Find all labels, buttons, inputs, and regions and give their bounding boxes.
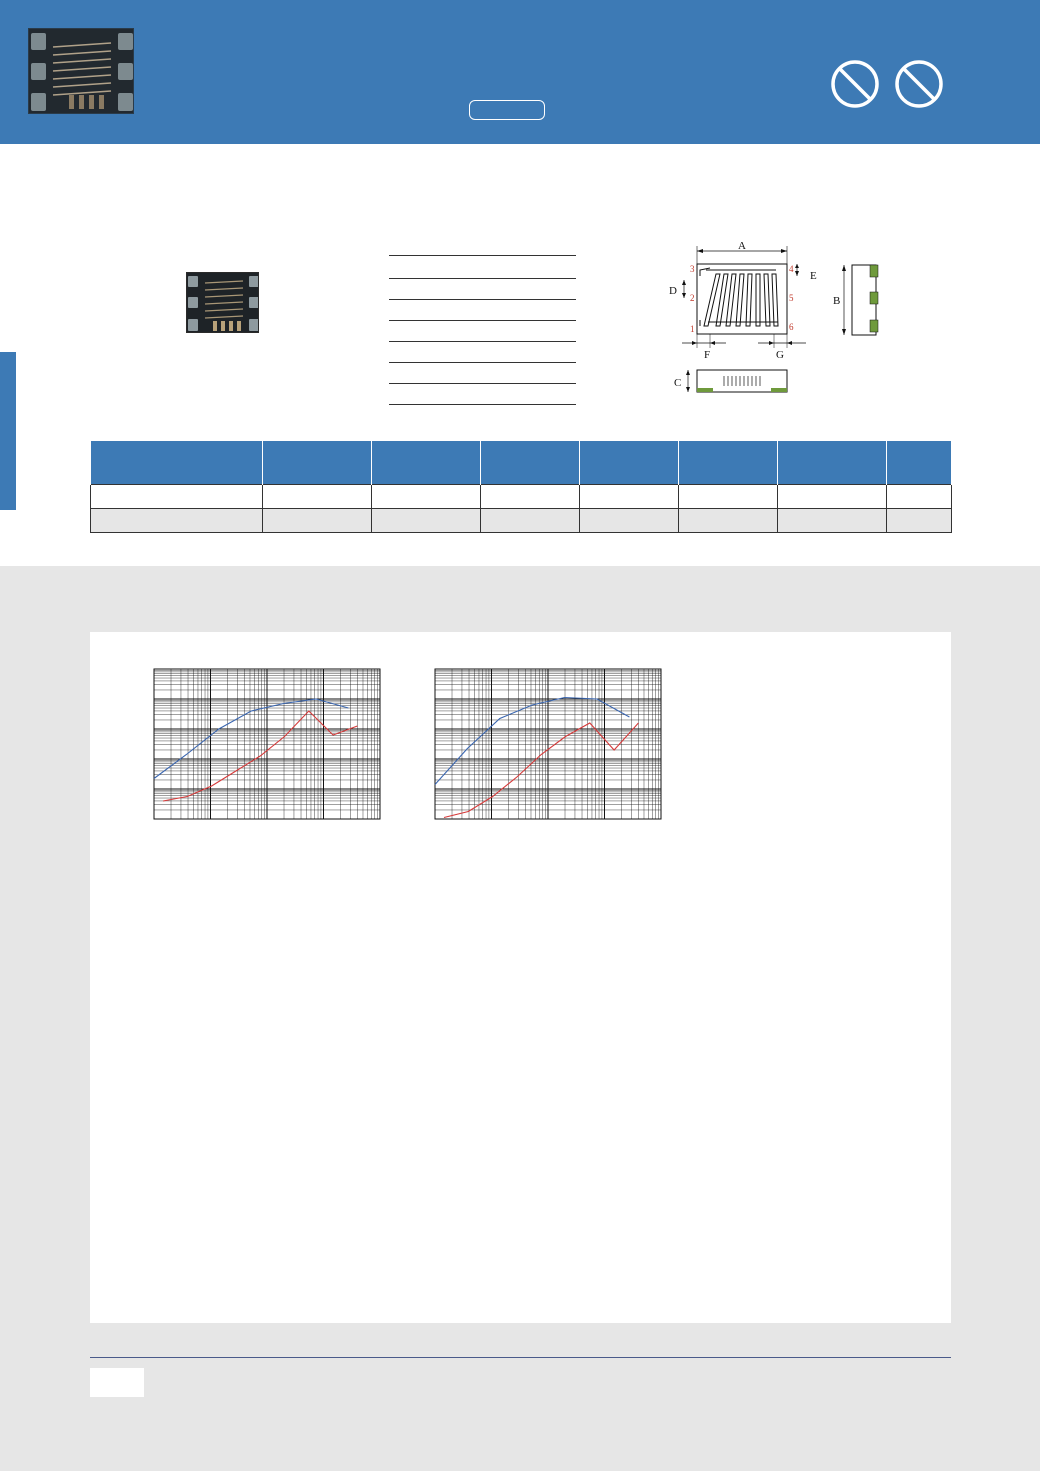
table-cell	[579, 483, 679, 509]
dimension-diagram: A 3 2 1 4 5 6 D E F G	[669, 240, 879, 393]
table-row	[90, 507, 952, 533]
prohibited-icon	[831, 60, 879, 108]
impedance-chart-left	[153, 668, 381, 820]
table-cell	[678, 507, 778, 533]
table-cell	[480, 507, 580, 533]
pin-label: 6	[789, 322, 794, 332]
pin-label: 4	[789, 264, 794, 274]
pin-label: 3	[690, 264, 695, 274]
table-cell	[262, 483, 372, 509]
series-line	[434, 696, 630, 785]
pin-label: 5	[789, 293, 794, 303]
table-cell	[886, 507, 952, 533]
chart-grid	[434, 668, 662, 820]
product-thumbnail	[186, 272, 259, 333]
table-header-row	[90, 441, 952, 484]
plot-frame	[153, 668, 381, 820]
table-row	[90, 483, 952, 509]
impedance-chart-right	[434, 668, 662, 820]
footer-divider	[90, 1357, 951, 1358]
dim-label-g: G	[776, 349, 784, 361]
table-cell	[579, 507, 679, 533]
pin-label: 2	[690, 293, 695, 303]
dim-label-e: E	[810, 270, 817, 282]
column-header	[90, 441, 263, 484]
product-photo	[28, 28, 134, 114]
dim-label-d: D	[669, 285, 677, 297]
header-banner	[0, 0, 1040, 144]
spec-table	[90, 441, 952, 533]
series-line	[153, 698, 349, 779]
dim-label-a: A	[738, 240, 746, 252]
dim-label-b: B	[833, 295, 840, 307]
spec-rule-list	[389, 255, 576, 405]
table-cell	[262, 507, 372, 533]
table-cell	[90, 483, 263, 509]
table-cell	[886, 483, 952, 509]
pin-label: 1	[690, 324, 695, 334]
dim-label-f: F	[704, 349, 710, 361]
table-cell	[777, 483, 887, 509]
page-number-box	[90, 1368, 144, 1397]
series-line	[162, 710, 358, 802]
section-tab	[0, 352, 16, 510]
plot-frame	[434, 668, 662, 820]
table-cell	[480, 483, 580, 509]
column-header	[480, 441, 580, 484]
series-badge	[469, 100, 545, 120]
column-header	[678, 441, 778, 484]
table-cell	[678, 483, 778, 509]
table-cell	[90, 507, 263, 533]
column-header	[371, 441, 481, 484]
dim-label-c: C	[674, 377, 681, 389]
column-header	[262, 441, 372, 484]
table-cell	[371, 483, 481, 509]
series-line	[443, 722, 639, 819]
table-cell	[777, 507, 887, 533]
prohibited-icon	[895, 60, 943, 108]
column-header	[579, 441, 679, 484]
column-header	[777, 441, 887, 484]
table-cell	[371, 507, 481, 533]
characteristics-panel	[90, 632, 951, 1323]
column-header	[886, 441, 952, 484]
